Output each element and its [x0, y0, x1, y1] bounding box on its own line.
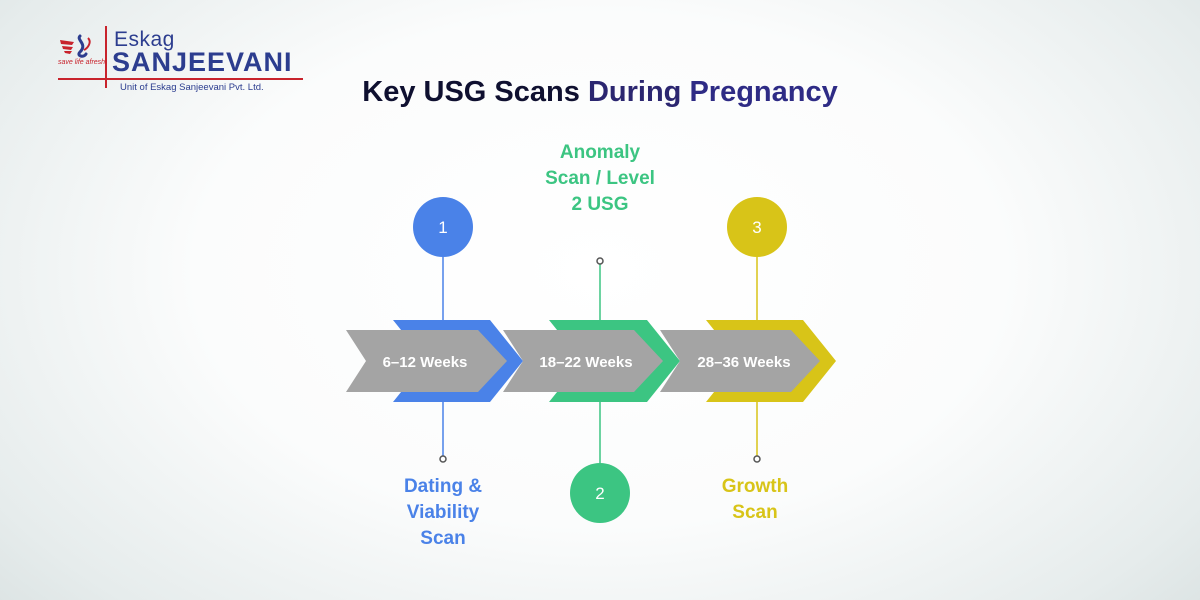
step-label-2-line-1: Anomaly — [559, 142, 641, 163]
step-label-1-line-1: Dating & — [403, 476, 483, 497]
step-label-3-line-1: Growth — [721, 476, 789, 497]
logo-vertical-line — [105, 26, 107, 88]
brand-tagline: save life afresh — [58, 59, 106, 66]
step-label-2: Anomaly Scan / Level 2 USG — [520, 140, 680, 218]
connector-dot-3 — [753, 455, 761, 463]
step-label-3: Growth Scan — [690, 474, 820, 526]
step-circle-1 — [413, 197, 473, 257]
brand-name: SANJEEVANI — [112, 47, 293, 77]
step-label-1-line-3: Scan — [420, 528, 466, 549]
connector-dot-1 — [439, 455, 447, 463]
step-number-1: 1 — [438, 218, 447, 237]
page-title: Key USG Scans During Pregnancy — [0, 76, 1200, 109]
step-circle-3 — [727, 197, 787, 257]
heart-wings-logo-icon — [60, 34, 91, 58]
period-text-2: 18–22 Weeks — [539, 354, 632, 371]
step-label-1-line-2: Viability — [406, 502, 480, 523]
period-arrow-2 — [503, 330, 663, 392]
brand-unit-text: Unit of Eskag Sanjeevani Pvt. Ltd. — [120, 82, 264, 93]
logo-horizontal-line — [58, 78, 303, 80]
title-part-1: Key USG Scans — [362, 76, 580, 108]
period-text-1: 6–12 Weeks — [383, 354, 468, 371]
step-label-1: Dating & Viability Scan — [378, 474, 508, 552]
period-text-3: 28–36 Weeks — [697, 354, 790, 371]
step-label-3-line-2: Scan — [732, 502, 778, 523]
step-number-2: 2 — [595, 484, 604, 503]
connector-dot-2 — [596, 257, 604, 265]
step-label-2-line-3: 2 USG — [571, 194, 629, 215]
step-circle-2 — [570, 463, 630, 523]
title-part-2: During — [587, 76, 682, 108]
period-arrow-1 — [346, 330, 507, 392]
brand-top-text: Eskag — [114, 28, 175, 51]
step-label-2-line-2: Scan / Level — [545, 168, 655, 189]
title-part-3: Pregnancy — [689, 76, 838, 108]
company-logo: Eskag SANJEEVANI save life afresh Unit o… — [58, 26, 308, 98]
period-arrow-3 — [660, 330, 820, 392]
step-number-3: 3 — [752, 218, 761, 237]
